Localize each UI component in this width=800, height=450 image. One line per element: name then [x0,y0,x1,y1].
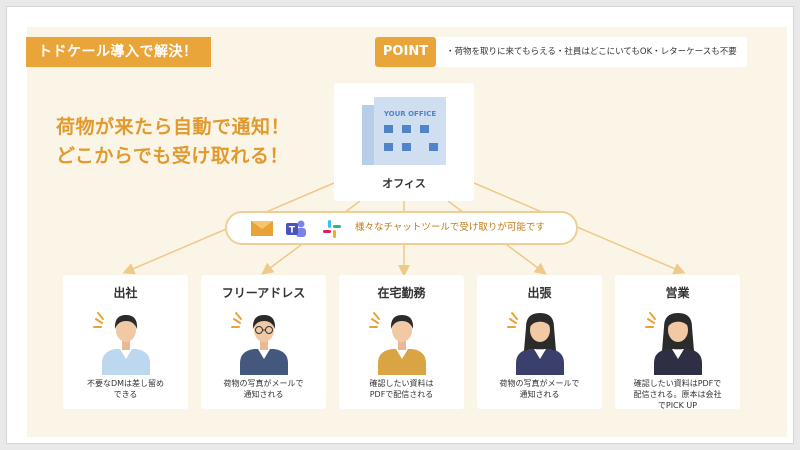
card-description: 不要なDMは差し留め できる [86,379,165,399]
card-title: 営業 [665,286,690,300]
card-description: 荷物の写真がメールで 通知される [223,379,304,399]
office-card: YOUR OFFICE オフィス [334,83,474,201]
work-style-card: フリーアドレス荷物の写真がメールで 通知される [201,275,326,409]
person-icon [369,312,426,375]
office-label: オフィス [382,177,426,190]
work-style-card: 出社不要なDMは差し留め できる [63,275,188,409]
point-badge: POINT [375,37,436,67]
person-icon [507,312,564,375]
svg-text:T: T [289,226,296,236]
work-style-card: 営業確認したい資料はPDFで 配信される。原本は会社 でPICK UP [615,275,740,410]
teams-icon: T [286,220,306,237]
card-description: 荷物の写真がメールで 通知される [499,379,580,399]
mail-icon [251,221,273,236]
headline-line-1: 荷物が来たら自動で通知！ [56,116,291,138]
card-title: 出社 [113,286,138,300]
point-banner: POINT ・荷物を取りに来てもらえる・社員はどこにいてもOK・レターケースも不… [375,37,747,67]
chat-tools-text: 様々なチャットツールで受け取りが可能です [355,222,545,233]
office-building-icon: YOUR OFFICE [362,97,446,165]
work-style-card: 在宅勤務確認したい資料は PDFで配信される [339,275,464,409]
headline-line-2: どこからでも受け取れる！ [56,145,289,167]
card-title: 出張 [527,286,552,300]
card-title: 在宅勤務 [377,286,426,300]
person-icon [93,312,150,375]
card-description: 確認したい資料は PDFで配信される [369,379,434,399]
slack-icon [323,220,341,238]
office-sign: YOUR OFFICE [383,110,437,118]
card-title: フリーアドレス [221,286,306,300]
person-icon [231,312,288,375]
point-text: ・荷物を取りに来てもらえる・社員はどこにいてもOK・レターケースも不要 [446,47,737,57]
work-style-card: 出張荷物の写真がメールで 通知される [477,275,602,409]
card-description: 確認したい資料はPDFで 配信される。原本は会社 でPICK UP [633,379,722,410]
chat-tools-bar: T 様々なチャットツールで受け取りが可能です [225,211,578,245]
headline: 荷物が来たら自動で通知！ どこからでも受け取れる！ [56,113,290,171]
page-title: トドケール導入で解決！ [26,37,211,67]
person-icon [645,312,702,375]
